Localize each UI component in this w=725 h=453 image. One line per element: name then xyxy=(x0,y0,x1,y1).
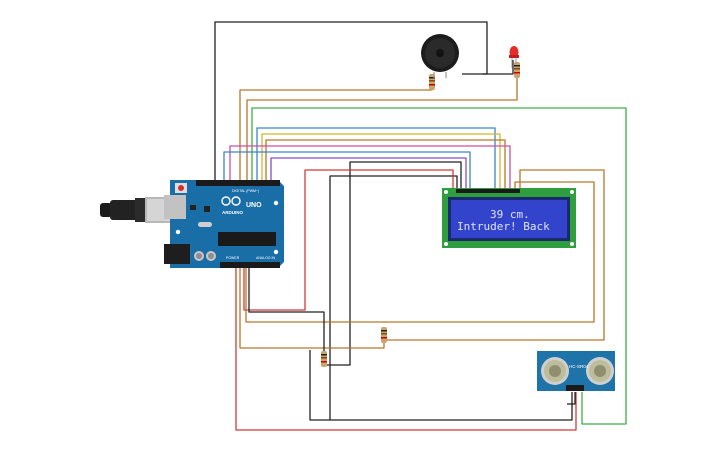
wire-lcd-en[interactable] xyxy=(223,151,471,188)
analog-header-label: ANALOG IN xyxy=(256,256,276,260)
wire-sensor-trig[interactable] xyxy=(248,262,325,360)
led-icon[interactable] xyxy=(509,46,519,68)
wire-lcd-d7[interactable] xyxy=(256,127,496,188)
arduino-logo-icon xyxy=(221,196,241,206)
resistor-icon[interactable] xyxy=(321,351,327,367)
wire-sensor-echo[interactable] xyxy=(567,392,576,405)
lcd-display[interactable]: 39 cm. Intruder! Back xyxy=(442,188,576,248)
wire-led-gnd[interactable] xyxy=(440,60,514,75)
wire-lcd-d5[interactable] xyxy=(265,139,506,188)
sensor-model-text: HC-SR04 xyxy=(569,364,589,369)
resistor-icon[interactable] xyxy=(514,62,520,78)
wire-sensor-gnd[interactable] xyxy=(309,175,573,421)
digital-header[interactable] xyxy=(196,180,280,186)
wire-buzzer-signal[interactable] xyxy=(239,82,433,182)
microcontroller-chip xyxy=(218,232,276,246)
wires xyxy=(214,21,627,431)
wire-lcd-backlight[interactable] xyxy=(245,181,595,323)
lcd-line-2: Intruder! Back xyxy=(457,220,550,233)
wire-sensor-vcc[interactable] xyxy=(251,107,627,425)
arduino-model-text: UNO xyxy=(246,202,262,209)
power-jack[interactable] xyxy=(164,244,190,264)
wire-led-signal[interactable] xyxy=(246,72,518,182)
buzzer-icon[interactable] xyxy=(421,34,459,78)
digital-header-label: DIGITAL (PWM~) xyxy=(232,189,259,193)
power-header-label: POWER xyxy=(226,256,240,260)
arduino-brand-text: ARDUINO xyxy=(222,210,243,215)
wire-lcd-rs[interactable] xyxy=(270,157,467,188)
wire-lcd-vcc[interactable] xyxy=(243,169,454,311)
wire-5v[interactable] xyxy=(235,262,577,431)
resistor-icon[interactable] xyxy=(381,327,387,343)
arduino-uno-board[interactable]: ARDUINO UNO DIGITAL (PWM~) POWER ANALOG … xyxy=(164,180,284,268)
wire-lcd-gnd[interactable] xyxy=(326,161,462,366)
wire-buzzer-gnd[interactable] xyxy=(214,21,488,182)
power-header[interactable] xyxy=(220,262,280,268)
ultrasonic-sensor[interactable]: HC-SR04 xyxy=(537,351,615,391)
lcd-line-1: 39 cm. xyxy=(490,208,530,221)
wire-lcd-d4[interactable] xyxy=(229,145,511,188)
wire-lcd-d6[interactable] xyxy=(261,133,501,188)
